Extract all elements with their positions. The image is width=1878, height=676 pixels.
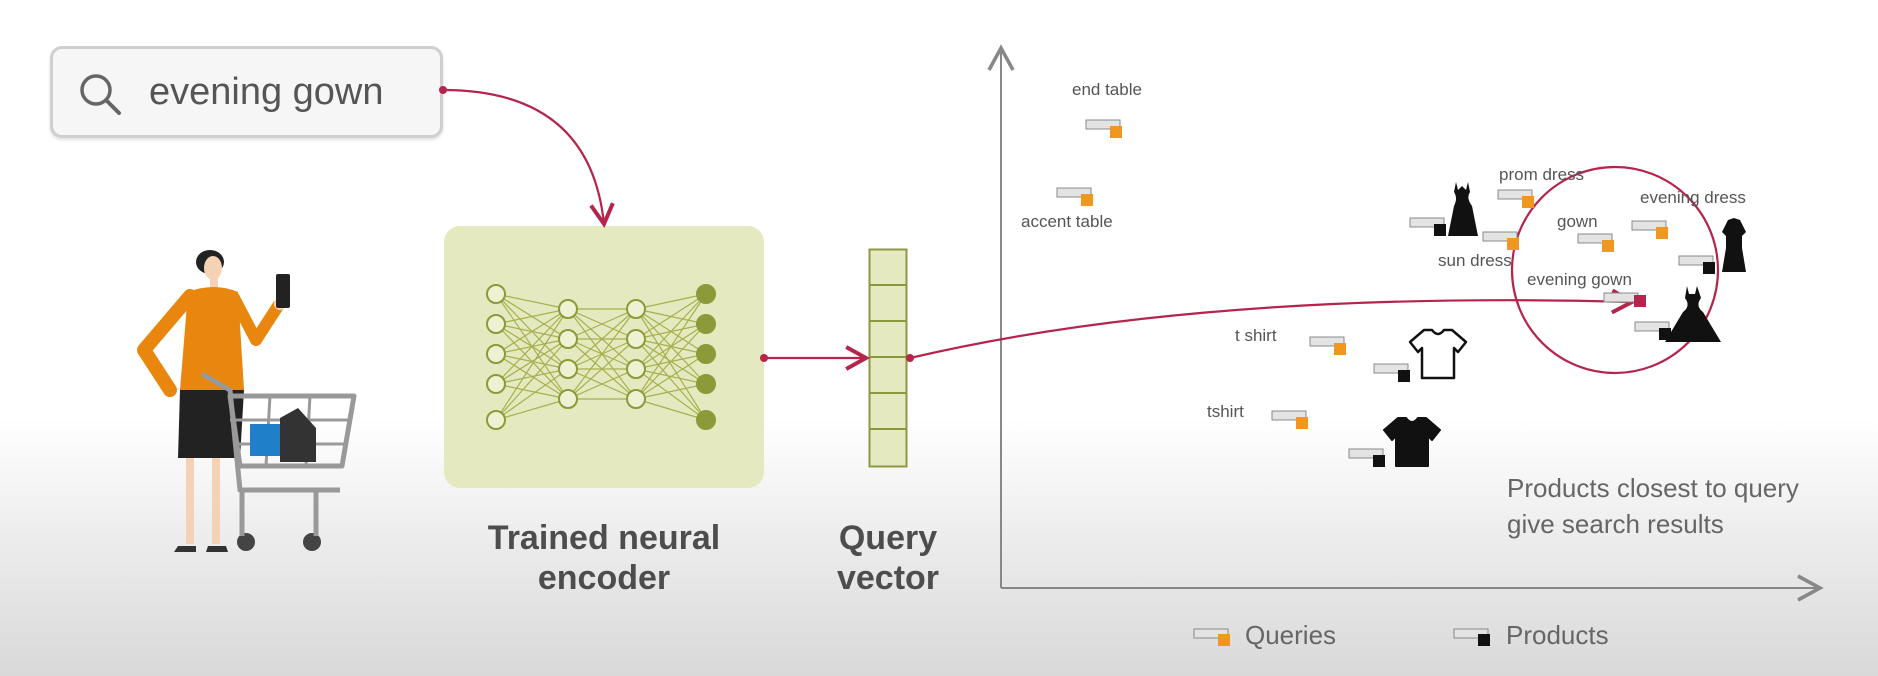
nn-node — [486, 410, 506, 430]
nn-node — [626, 389, 646, 409]
nn-node — [486, 374, 506, 394]
label-evening-gown: evening gown — [1527, 270, 1632, 289]
nn-connection — [495, 293, 569, 310]
nn-node — [486, 344, 506, 364]
shopper-illustration — [137, 250, 357, 552]
query-vector-caption: Query vector — [818, 518, 958, 598]
nn-node — [486, 284, 506, 304]
query-marker-tshirt — [1271, 410, 1308, 429]
arrow-vector-to-space — [909, 288, 1637, 360]
nn-connection — [567, 338, 637, 400]
nn-connection — [635, 293, 707, 340]
search-box[interactable]: evening gown — [50, 46, 443, 138]
nn-connection — [567, 308, 637, 340]
nn-connection — [635, 308, 707, 421]
results-note-line1: Products closest to query — [1507, 473, 1799, 503]
results-note: Products closest to query give search re… — [1507, 470, 1847, 542]
nn-connection — [495, 398, 569, 421]
nn-connection — [567, 308, 637, 400]
nn-node — [558, 389, 578, 409]
query-marker-t-shirt — [1309, 336, 1346, 355]
nn-connection — [495, 308, 569, 355]
tshirt-icon — [1383, 417, 1441, 467]
query-marker-evening-dress — [1631, 220, 1668, 239]
nn-connection — [635, 293, 707, 400]
query-marker-gown — [1577, 233, 1614, 252]
encoder-caption: Trained neural encoder — [444, 518, 764, 598]
sundress-icon — [1448, 182, 1478, 236]
query-marker-sun-dress — [1482, 231, 1519, 250]
nn-node — [486, 314, 506, 334]
nn-connection — [635, 353, 707, 400]
tshirt-outline-icon — [1408, 328, 1468, 380]
nn-connection — [635, 323, 707, 400]
query-marker-end-table — [1085, 119, 1122, 138]
query-vector-caption-line1: Query — [838, 519, 938, 557]
legend-queries: Queries — [1245, 620, 1337, 650]
query-marker-evening-gown — [1603, 292, 1646, 307]
label-gown: gown — [1557, 212, 1598, 231]
label-prom-dress: prom dress — [1499, 165, 1585, 184]
nn-node — [696, 410, 716, 430]
nn-connection — [495, 368, 569, 421]
results-note-line2: give search results — [1507, 509, 1724, 539]
product-marker-shirt-1 — [1373, 363, 1410, 382]
nn-connection — [635, 398, 707, 421]
nearest-neighbors-circle — [1510, 165, 1720, 375]
product-marker-dress-2 — [1678, 255, 1715, 274]
nn-connection — [635, 383, 707, 400]
nn-node — [696, 374, 716, 394]
query-marker-accent-table — [1056, 187, 1093, 206]
query-vector-caption-line2: vector — [836, 559, 940, 597]
nn-node — [558, 329, 578, 349]
label-accent-table: accent table — [1021, 212, 1113, 231]
nn-node — [558, 359, 578, 379]
nn-connection — [635, 338, 707, 421]
label-tshirt: tshirt — [1207, 402, 1244, 421]
nn-connection — [495, 308, 569, 385]
nn-node — [626, 359, 646, 379]
nn-node — [696, 344, 716, 364]
nn-connection — [495, 338, 569, 385]
query-marker-prom-dress — [1497, 189, 1534, 208]
nn-connection — [495, 338, 569, 421]
nn-connection — [495, 308, 569, 325]
search-icon — [80, 74, 121, 115]
nn-node — [696, 284, 716, 304]
nn-node — [696, 314, 716, 334]
nn-connection — [635, 293, 707, 310]
label-end-table: end table — [1072, 80, 1142, 99]
product-marker-shirt-2 — [1348, 448, 1385, 467]
nn-connection — [495, 383, 569, 400]
product-marker-dress-1 — [1409, 217, 1446, 236]
encoder-caption-line1: Trained neural — [487, 519, 721, 557]
encoder-caption-line2: encoder — [537, 559, 671, 597]
product-marker-dress-3 — [1634, 321, 1671, 340]
label-t-shirt: t shirt — [1235, 326, 1277, 345]
legend-product-marker-icon — [1453, 628, 1490, 646]
dress-icon — [1722, 218, 1746, 272]
legend-query-marker-icon — [1193, 628, 1230, 646]
nn-node — [626, 329, 646, 349]
nn-connection — [567, 308, 637, 370]
nn-connection — [635, 368, 707, 421]
search-query-text: evening gown — [149, 71, 384, 113]
nn-node — [558, 299, 578, 319]
nn-connection — [567, 368, 637, 400]
arrow-search-to-encoder — [442, 88, 615, 229]
gown-icon — [1665, 286, 1721, 342]
neural-network-diagram — [486, 284, 716, 430]
label-evening-dress: evening dress — [1640, 188, 1746, 207]
label-sun-dress: sun dress — [1438, 251, 1512, 270]
legend-products: Products — [1506, 620, 1609, 650]
nn-node — [626, 299, 646, 319]
nn-connection — [635, 293, 707, 370]
nn-connection — [495, 368, 569, 385]
nn-connection — [495, 308, 569, 421]
